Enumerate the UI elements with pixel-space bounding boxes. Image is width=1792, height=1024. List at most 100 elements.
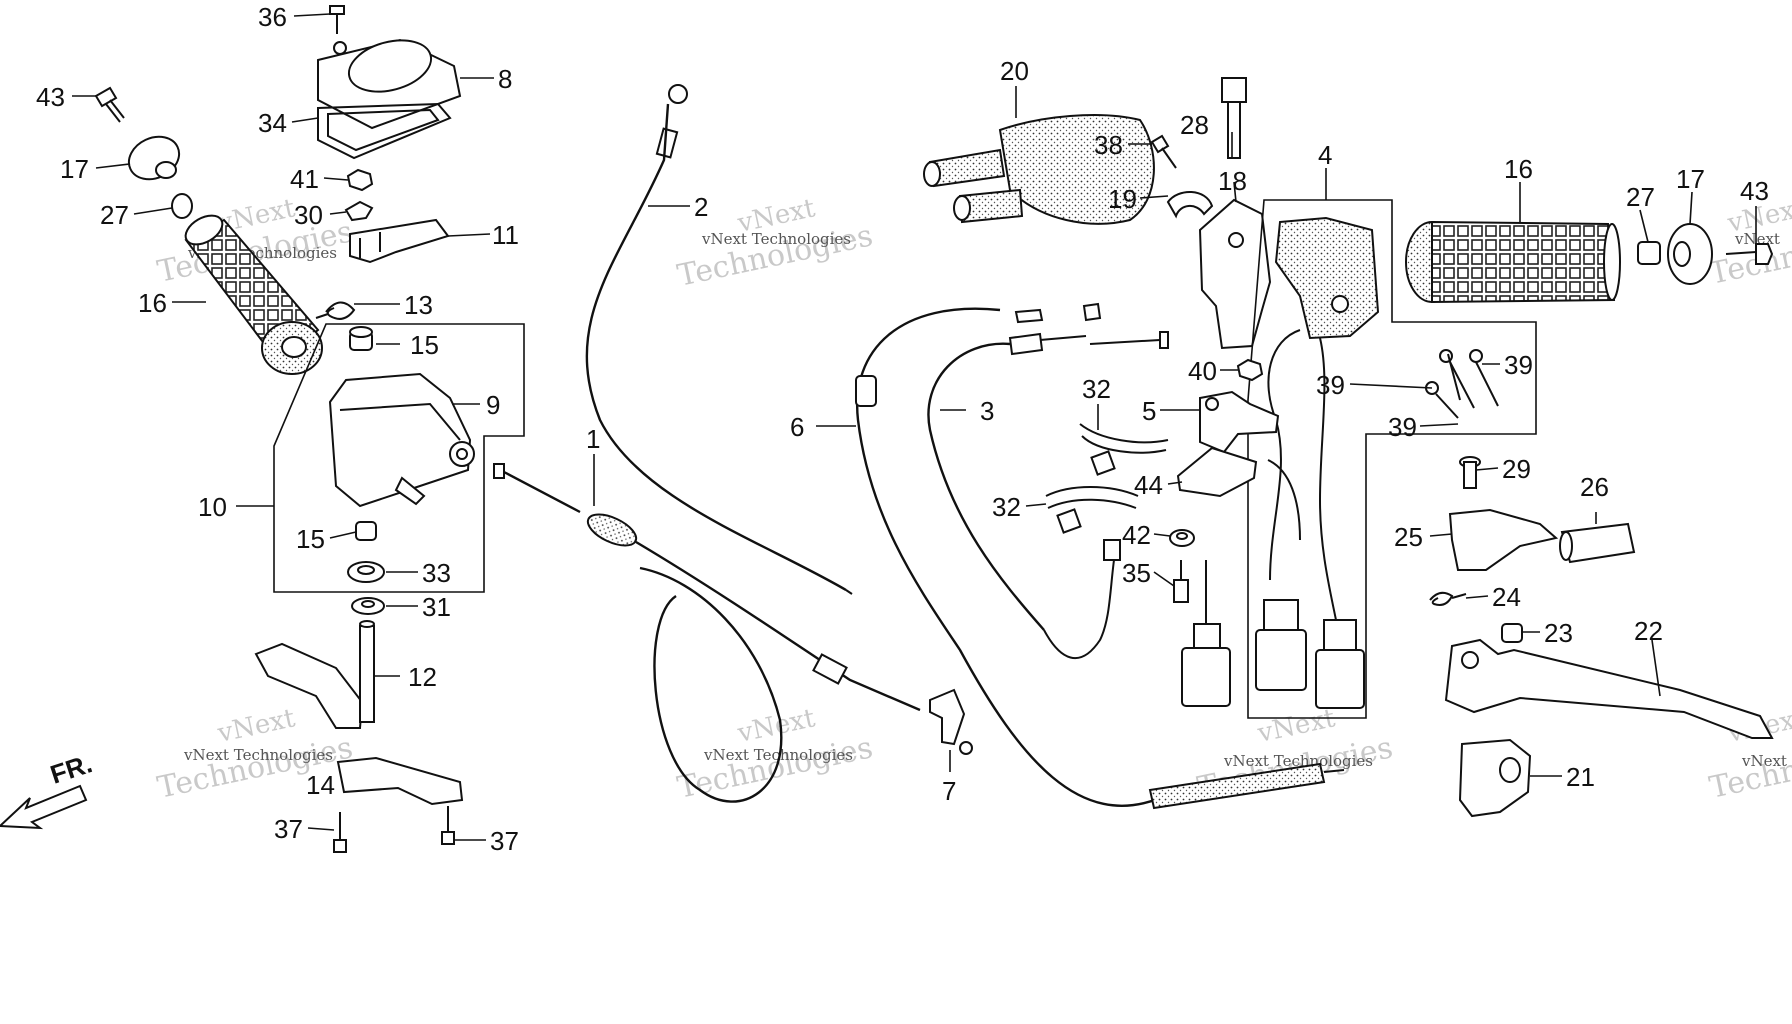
callout-6: 6	[790, 412, 804, 442]
screw-39-a	[1439, 349, 1475, 409]
callout-35: 35	[1122, 558, 1151, 588]
callout-8: 8	[498, 64, 512, 94]
bracket-44	[1176, 446, 1258, 498]
callout-1: 1	[586, 424, 600, 454]
callout-32-lower: 32	[992, 492, 1021, 522]
callout-42: 42	[1122, 520, 1151, 550]
strap-32-lower	[1045, 486, 1139, 534]
callout-43-left: 43	[36, 82, 65, 112]
callout-15-bottom: 15	[296, 524, 325, 554]
cable-6	[855, 302, 1345, 810]
screw-37-right	[441, 806, 455, 845]
connector-right	[1315, 619, 1365, 709]
callout-37-right: 37	[490, 826, 519, 856]
watermark-3: vNext Technologies vNext	[1706, 193, 1792, 292]
bolt-43-right	[1725, 243, 1774, 265]
callout-38: 38	[1094, 130, 1123, 160]
callout-11: 11	[492, 220, 519, 250]
bar-end-17-right	[1667, 223, 1713, 285]
switch-5	[1199, 390, 1280, 454]
clamp-19	[1166, 190, 1214, 219]
spring-24	[1429, 591, 1467, 606]
gasket-34	[317, 102, 452, 160]
front-arrow-icon	[0, 784, 88, 830]
callout-17-left: 17	[60, 154, 89, 184]
watermark-5: vNext Technologies vNext Technologies	[674, 703, 875, 806]
assembly-4-outline	[1247, 199, 1537, 719]
assembly-10-outline	[273, 323, 525, 593]
callout-13: 13	[404, 290, 433, 320]
callout-3: 3	[980, 396, 994, 426]
direction-indicator: FR.	[0, 748, 96, 830]
leader-lines	[72, 13, 1757, 841]
callout-15-top: 15	[410, 330, 439, 360]
callout-39-b: 39	[1504, 350, 1533, 380]
svg-text:vNext Technologies: vNext Technologies	[703, 746, 853, 764]
cap-26	[1559, 522, 1636, 564]
callout-24: 24	[1492, 582, 1521, 612]
connector-left	[1181, 560, 1231, 707]
grip-16-left	[184, 214, 323, 375]
pin-23	[1501, 623, 1523, 643]
callout-30: 30	[294, 200, 323, 230]
switch-assembly	[923, 77, 1537, 719]
callout-28: 28	[1180, 110, 1209, 140]
screw-35	[1173, 560, 1189, 603]
switch-housing-4	[1267, 216, 1380, 621]
washer-31	[351, 597, 385, 615]
callout-40: 40	[1188, 356, 1217, 386]
callout-12: 12	[408, 662, 437, 692]
callout-34: 34	[258, 108, 287, 138]
screw-37-left	[333, 812, 347, 853]
callout-7: 7	[942, 776, 956, 806]
svg-text:vNext: vNext	[214, 703, 298, 749]
callout-22: 22	[1634, 616, 1663, 646]
callout-17-right: 17	[1676, 164, 1705, 194]
bracket-25	[1448, 508, 1559, 571]
clip-7	[929, 688, 973, 755]
callout-27-left: 27	[100, 200, 129, 230]
holder-21	[1458, 738, 1532, 818]
callout-25: 25	[1394, 522, 1423, 552]
svg-text:vNext Technologies: vNext Technologies	[1223, 752, 1373, 770]
callout-10: 10	[198, 492, 227, 522]
callout-14: 14	[306, 770, 335, 800]
right-assembly	[1405, 220, 1774, 818]
svg-text:vNext: vNext	[1741, 752, 1787, 770]
callout-19: 19	[1108, 184, 1137, 214]
callout-21: 21	[1566, 762, 1595, 792]
callout-labels: 36 8 43 34 17 41 27 30 11 16 13 15 9 10 …	[36, 2, 1769, 856]
direction-label: FR.	[47, 748, 96, 789]
callout-44: 44	[1134, 470, 1163, 500]
bracket-14	[336, 756, 464, 806]
boot-20	[923, 114, 1155, 225]
callout-9: 9	[486, 390, 500, 420]
cable-3	[927, 331, 1169, 660]
bolt-28	[1221, 77, 1247, 159]
bearing-33	[347, 561, 385, 583]
strap-32-upper	[1079, 423, 1169, 476]
callout-33: 33	[422, 558, 451, 588]
left-assembly	[94, 5, 525, 853]
svg-text:vNext: vNext	[1254, 703, 1338, 749]
switch-plate-11	[349, 218, 450, 264]
bar-end-17-left	[127, 135, 181, 181]
collar-27-right	[1637, 241, 1661, 265]
screw-36	[329, 5, 345, 34]
cable-2	[585, 84, 853, 595]
callout-5: 5	[1142, 396, 1156, 426]
callout-32-upper: 32	[1082, 374, 1111, 404]
callout-29: 29	[1502, 454, 1531, 484]
callout-26: 26	[1580, 472, 1609, 502]
callout-18: 18	[1218, 166, 1247, 196]
callout-37-left: 37	[274, 814, 303, 844]
throttle-housing-9	[328, 372, 475, 508]
callout-4: 4	[1318, 140, 1332, 170]
bushing-15-bottom	[355, 521, 377, 541]
collar-27-left	[171, 193, 193, 219]
callout-2: 2	[694, 192, 708, 222]
spring-13	[315, 301, 356, 320]
throttle-lever-12	[254, 620, 375, 729]
bushing-15-top	[349, 326, 373, 351]
